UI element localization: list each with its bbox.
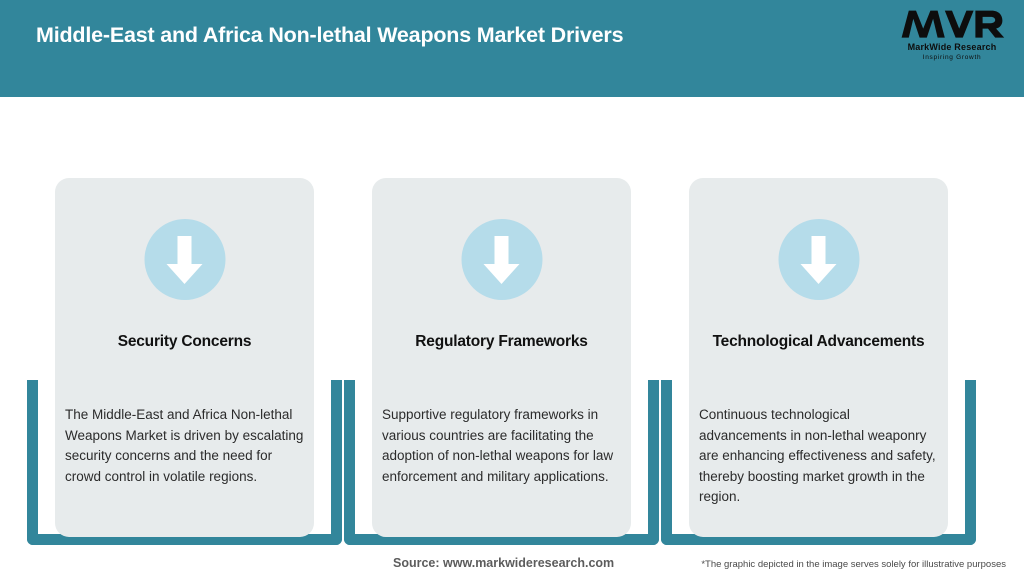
mwr-logo-icon (901, 10, 1005, 38)
disclaimer-label: *The graphic depicted in the image serve… (701, 559, 1006, 570)
card-title: Security Concerns (117, 333, 252, 350)
card-panel: Regulatory Frameworks Supportive regulat… (372, 178, 631, 537)
card-panel: Security Concerns The Middle-East and Af… (55, 178, 314, 537)
logo-company-name: MarkWide Research (907, 42, 997, 52)
card-description: Continuous technological advancements in… (699, 407, 936, 504)
card-title: Technological Advancements (712, 333, 925, 350)
card-description: The Middle-East and Africa Non-lethal We… (65, 407, 304, 484)
arrow-down-glyph (166, 235, 203, 284)
driver-card-3: Technological Advancements Continuous te… (661, 97, 976, 557)
driver-cards-container: Security Concerns The Middle-East and Af… (0, 97, 1024, 576)
card-description: Supportive regulatory frameworks in vari… (382, 407, 614, 484)
driver-card-1: Security Concerns The Middle-East and Af… (27, 97, 342, 557)
header-bar: Middle-East and Africa Non-lethal Weapon… (0, 0, 1024, 97)
logo-tagline: Inspiring Growth (922, 54, 982, 61)
brand-logo: MarkWide Research Inspiring Growth (898, 8, 1006, 66)
arrow-down-glyph (800, 235, 837, 284)
arrow-down-icon (144, 219, 225, 300)
card-frame-accent (661, 380, 976, 545)
card-panel: Technological Advancements Continuous te… (689, 178, 948, 537)
driver-card-2: Regulatory Frameworks Supportive regulat… (344, 97, 659, 557)
arrow-down-icon (461, 219, 542, 300)
card-frame-accent (344, 380, 659, 545)
source-label: Source: www.markwideresearch.com (393, 556, 615, 570)
page-title: Middle-East and Africa Non-lethal Weapon… (36, 23, 624, 47)
card-title: Regulatory Frameworks (415, 333, 588, 350)
card-frame-accent (27, 380, 342, 545)
arrow-down-glyph (483, 235, 520, 284)
arrow-down-icon (778, 219, 859, 300)
